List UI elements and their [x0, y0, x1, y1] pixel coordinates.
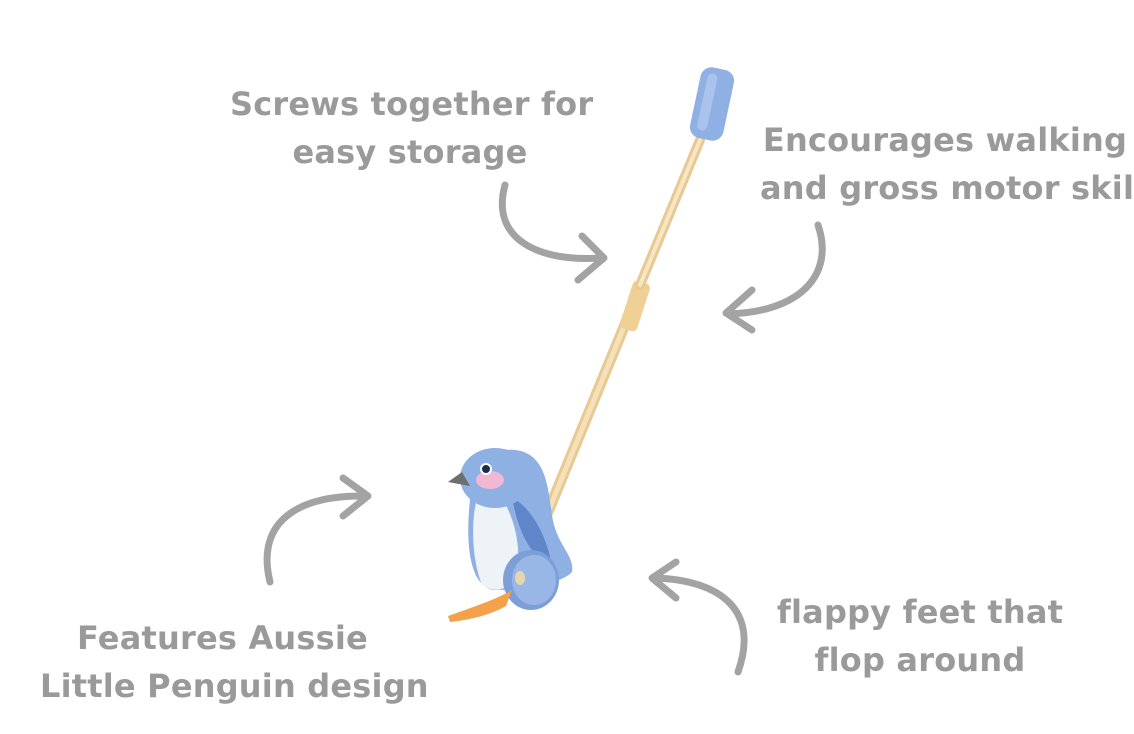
callout-design-line1: Features Aussie	[77, 619, 368, 657]
callout-feet-line1: flappy feet that	[776, 593, 1064, 631]
callout-feet-line2: flop around	[814, 641, 1026, 679]
callout-feet: flappy feet that flop around	[770, 588, 1070, 684]
callout-walking-line2: and gross motor skills	[760, 169, 1134, 207]
callout-walking-line1: Encourages walking	[762, 121, 1128, 159]
penguin-push-toy-image	[448, 67, 735, 622]
curved-arrow-icon	[498, 181, 608, 284]
callout-design-line2: Little Penguin design	[40, 667, 429, 705]
callout-design: Features Aussie Little Penguin design	[40, 614, 429, 710]
callout-storage-line2: easy storage	[292, 133, 528, 171]
callout-walking: Encourages walking and gross motor skill…	[760, 116, 1134, 212]
curved-arrow-icon	[263, 474, 372, 586]
curved-arrow-icon	[648, 558, 748, 676]
curved-arrow-icon	[722, 221, 826, 334]
callout-storage: Screws together for easy storage	[230, 80, 594, 176]
callout-storage-line1: Screws together for	[230, 85, 594, 123]
